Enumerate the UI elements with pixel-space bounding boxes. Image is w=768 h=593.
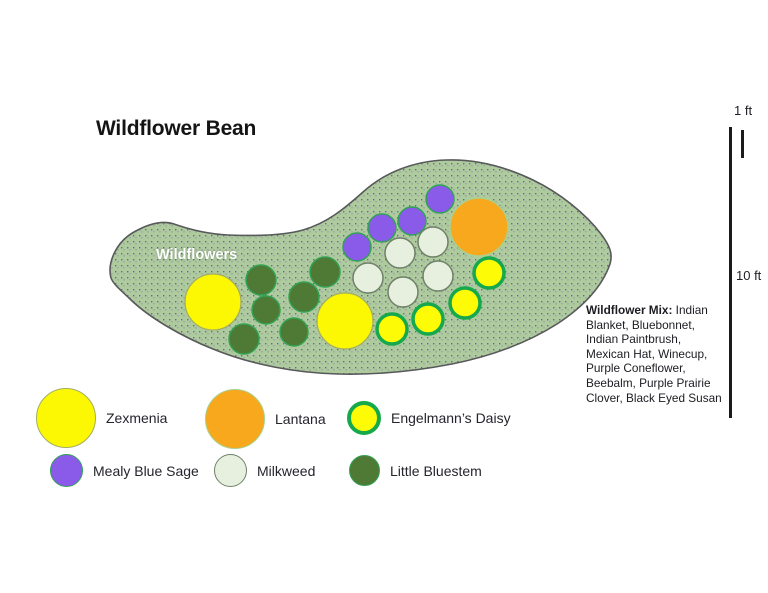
plant-circles	[184, 184, 509, 355]
plant-circle-zexmenia	[316, 292, 374, 350]
scale-1ft-label: 1 ft	[734, 103, 753, 118]
bean-label: Wildflowers	[156, 247, 238, 263]
plant-circle-zexmenia	[184, 273, 242, 331]
mealy-blue-sage-swatch	[50, 454, 83, 487]
plant-circle-milkweed	[387, 276, 419, 308]
plant-circle-engelmanns_daisy	[411, 302, 445, 336]
zexmenia-swatch	[36, 388, 96, 448]
scale-10ft-label: 10 ft	[736, 268, 762, 283]
plant-circle-milkweed	[352, 262, 384, 294]
scale-bar-10ft	[729, 127, 732, 418]
plant-circle-milkweed	[422, 260, 454, 292]
plant-circle-mealy_blue_sage	[425, 184, 455, 214]
legend-label-lantana: Lantana	[275, 411, 326, 427]
scale-bar-1ft	[741, 130, 744, 158]
plant-circle-little_bluestem	[309, 256, 341, 288]
plant-circle-little_bluestem	[251, 295, 281, 325]
plant-circle-mealy_blue_sage	[367, 213, 397, 243]
legend-label-engelmanns-daisy: Engelmann’s Daisy	[391, 410, 511, 426]
plant-circle-mealy_blue_sage	[397, 206, 427, 236]
plant-circle-little_bluestem	[279, 317, 309, 347]
plant-circle-engelmanns_daisy	[448, 286, 482, 320]
legend-item-milkweed: Milkweed	[214, 454, 315, 487]
little-bluestem-swatch	[349, 455, 380, 486]
legend-label-mealy-blue-sage: Mealy Blue Sage	[93, 462, 199, 479]
legend-item-zexmenia: Zexmenia	[36, 388, 167, 448]
wildflower-mix-label: Wildflower Mix:	[586, 303, 673, 317]
legend-item-little-bluestem: Little Bluestem	[349, 455, 482, 486]
plant-circle-mealy_blue_sage	[342, 232, 372, 262]
plant-circle-lantana	[449, 197, 509, 257]
lantana-swatch	[205, 389, 265, 449]
legend-item-mealy-blue-sage: Mealy Blue Sage	[50, 454, 199, 487]
plant-circle-milkweed	[417, 226, 449, 258]
engelmanns-daisy-swatch	[347, 401, 381, 435]
legend-label-milkweed: Milkweed	[257, 462, 316, 479]
legend-label-little-bluestem: Little Bluestem	[390, 462, 482, 479]
plant-circle-engelmanns_daisy	[375, 312, 409, 346]
legend-item-lantana: Lantana	[205, 389, 326, 449]
page-title: Wildflower Bean	[96, 117, 257, 140]
plant-circle-milkweed	[384, 237, 416, 269]
plant-circle-little_bluestem	[288, 281, 320, 313]
plant-circle-little_bluestem	[245, 264, 277, 296]
legend-label-zexmenia: Zexmenia	[106, 410, 168, 426]
plant-circle-little_bluestem	[228, 323, 260, 355]
milkweed-swatch	[214, 454, 247, 487]
plant-circle-engelmanns_daisy	[472, 256, 506, 290]
legend-item-engelmanns-daisy: Engelmann’s Daisy	[347, 401, 511, 435]
